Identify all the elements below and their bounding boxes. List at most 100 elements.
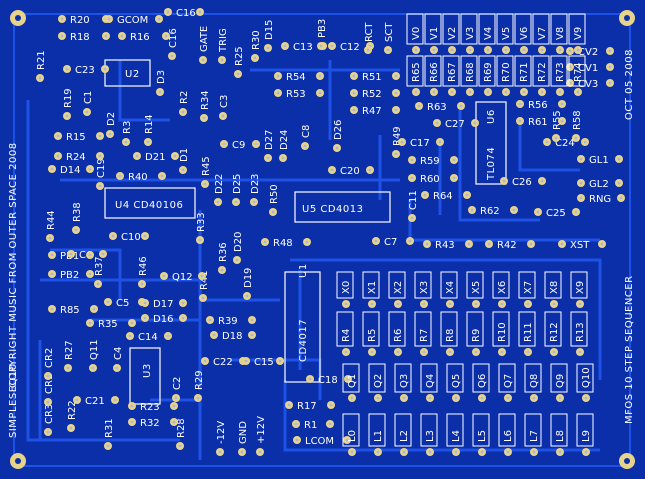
svg-text:X8: X8 xyxy=(549,281,560,294)
svg-text:R74: R74 xyxy=(573,62,584,82)
label-cr1: CR1 xyxy=(44,374,55,394)
voltage-pin-2: V2 xyxy=(442,13,460,45)
voltage-pin-8: V8 xyxy=(550,13,568,45)
label-cr2: CR2 xyxy=(44,348,55,368)
svg-text:R36: R36 xyxy=(218,242,229,262)
label-r3: R3 xyxy=(122,121,133,134)
label-r28: R28 xyxy=(176,418,187,438)
pot-resistor-6: R71 xyxy=(514,55,532,87)
svg-text:R40: R40 xyxy=(128,172,148,183)
step-resistor-0: R4 xyxy=(336,311,354,347)
svg-text:R42: R42 xyxy=(497,240,517,251)
svg-text:C5: C5 xyxy=(116,298,129,309)
svg-text:D26: D26 xyxy=(333,120,344,140)
svg-text:D23: D23 xyxy=(250,174,261,194)
label-c27: C27 xyxy=(445,119,465,130)
x-pin-4: X4 xyxy=(440,271,458,299)
label-r35: R35 xyxy=(98,319,118,330)
svg-text:X9: X9 xyxy=(575,281,586,294)
svg-text:X7: X7 xyxy=(523,281,534,294)
led-2: L2 xyxy=(394,413,412,447)
voltage-pin-6: V6 xyxy=(514,13,532,45)
svg-text:R37: R37 xyxy=(94,256,105,276)
svg-text:R24: R24 xyxy=(66,152,86,163)
label-r16: R16 xyxy=(130,32,150,43)
svg-text:LCOM: LCOM xyxy=(305,436,334,447)
svg-text:PB2: PB2 xyxy=(60,270,79,281)
step-resistor-5: R9 xyxy=(466,311,484,347)
u4-label: U4 CD40106 xyxy=(115,200,183,211)
svg-text:V0: V0 xyxy=(411,27,422,40)
svg-text:R9: R9 xyxy=(471,329,482,342)
label-d18: D18 xyxy=(222,331,242,342)
svg-text:R41: R41 xyxy=(199,270,210,290)
led-9: L9 xyxy=(576,413,594,447)
label-c14: C14 xyxy=(138,332,158,343)
svg-text:R33: R33 xyxy=(196,212,207,232)
svg-text:D18: D18 xyxy=(222,331,242,342)
svg-text:XST: XST xyxy=(570,240,590,251)
svg-text:GCOM: GCOM xyxy=(117,15,148,26)
svg-text:V2: V2 xyxy=(447,27,458,40)
svg-text:CV2: CV2 xyxy=(578,47,598,58)
svg-text:Q9: Q9 xyxy=(555,374,566,388)
svg-text:Q2: Q2 xyxy=(373,374,384,388)
svg-text:C21: C21 xyxy=(85,396,105,407)
x-pin-6: X6 xyxy=(492,271,510,299)
label-r63: R63 xyxy=(427,102,447,113)
pot-resistor-3: R68 xyxy=(460,55,478,87)
label-c20: C20 xyxy=(340,166,360,177)
label-r22: R22 xyxy=(67,400,78,420)
step-resistor-1: R5 xyxy=(362,311,380,347)
svg-text:PB3: PB3 xyxy=(317,19,328,38)
label-c10: C10 xyxy=(121,232,141,243)
svg-text:V4: V4 xyxy=(483,27,494,40)
label-rct: RCT xyxy=(364,22,375,42)
svg-text:R17: R17 xyxy=(297,401,317,412)
svg-text:CR1: CR1 xyxy=(44,374,55,394)
svg-text:C25: C25 xyxy=(546,208,566,219)
copper-traces xyxy=(13,13,631,467)
label-c21: C21 xyxy=(85,396,105,407)
label-r53: R53 xyxy=(286,89,306,100)
transistor-1: Q2 xyxy=(368,363,386,393)
label-r85: R85 xyxy=(60,305,80,316)
svg-text:R64: R64 xyxy=(433,191,453,202)
label-c11: C11 xyxy=(408,190,419,210)
svg-text:R3: R3 xyxy=(122,121,133,134)
label-c17: C17 xyxy=(410,138,430,149)
svg-text:D3: D3 xyxy=(156,70,167,84)
label-r37: R37 xyxy=(94,256,105,276)
svg-text:C16: C16 xyxy=(168,28,179,48)
label-r49: R49 xyxy=(392,126,403,146)
svg-text:V3: V3 xyxy=(465,27,476,40)
label-r29: R29 xyxy=(194,370,205,390)
voltage-pin-4: V4 xyxy=(478,13,496,45)
voltage-pin-7: V7 xyxy=(532,13,550,45)
svg-text:C16: C16 xyxy=(176,8,196,19)
svg-text:V9: V9 xyxy=(573,27,584,40)
transistor-7: Q8 xyxy=(524,363,542,393)
svg-text:X3: X3 xyxy=(419,281,430,294)
svg-text:R13: R13 xyxy=(575,322,586,342)
svg-text:Q4: Q4 xyxy=(425,374,436,388)
svg-text:R61: R61 xyxy=(528,117,548,128)
svg-text:GL1: GL1 xyxy=(589,155,609,166)
label-pb2: PB2 xyxy=(60,270,79,281)
led-3: L3 xyxy=(420,413,438,447)
svg-text:Q10: Q10 xyxy=(581,367,592,388)
svg-text:R7: R7 xyxy=(419,329,430,342)
svg-text:R35: R35 xyxy=(98,319,118,330)
label-d2: D2 xyxy=(106,112,117,126)
svg-text:R50: R50 xyxy=(269,184,280,204)
svg-text:R59: R59 xyxy=(420,156,440,167)
svg-text:V8: V8 xyxy=(555,27,566,40)
svg-text:D20: D20 xyxy=(233,232,244,252)
label-d19: D19 xyxy=(243,268,254,288)
u3-label: U3 xyxy=(142,363,153,378)
label-r59: R59 xyxy=(420,156,440,167)
label-r50: R50 xyxy=(269,184,280,204)
svg-text:D1: D1 xyxy=(179,148,190,162)
svg-text:R6: R6 xyxy=(393,329,404,342)
led-5: L5 xyxy=(472,413,490,447)
